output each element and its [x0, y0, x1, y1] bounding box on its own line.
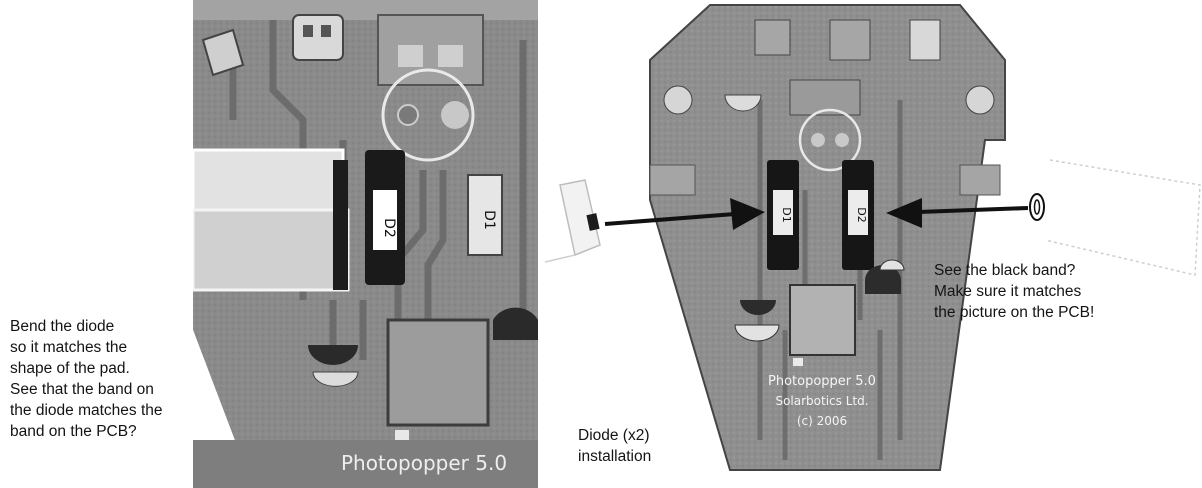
right-arrow: [886, 198, 1028, 228]
right-diode-sketch: [1030, 160, 1200, 275]
left-arrow: [605, 198, 765, 230]
black-band-caption: See the black band? Make sure it matches…: [934, 260, 1194, 323]
left-diode-sketch: [545, 180, 600, 262]
